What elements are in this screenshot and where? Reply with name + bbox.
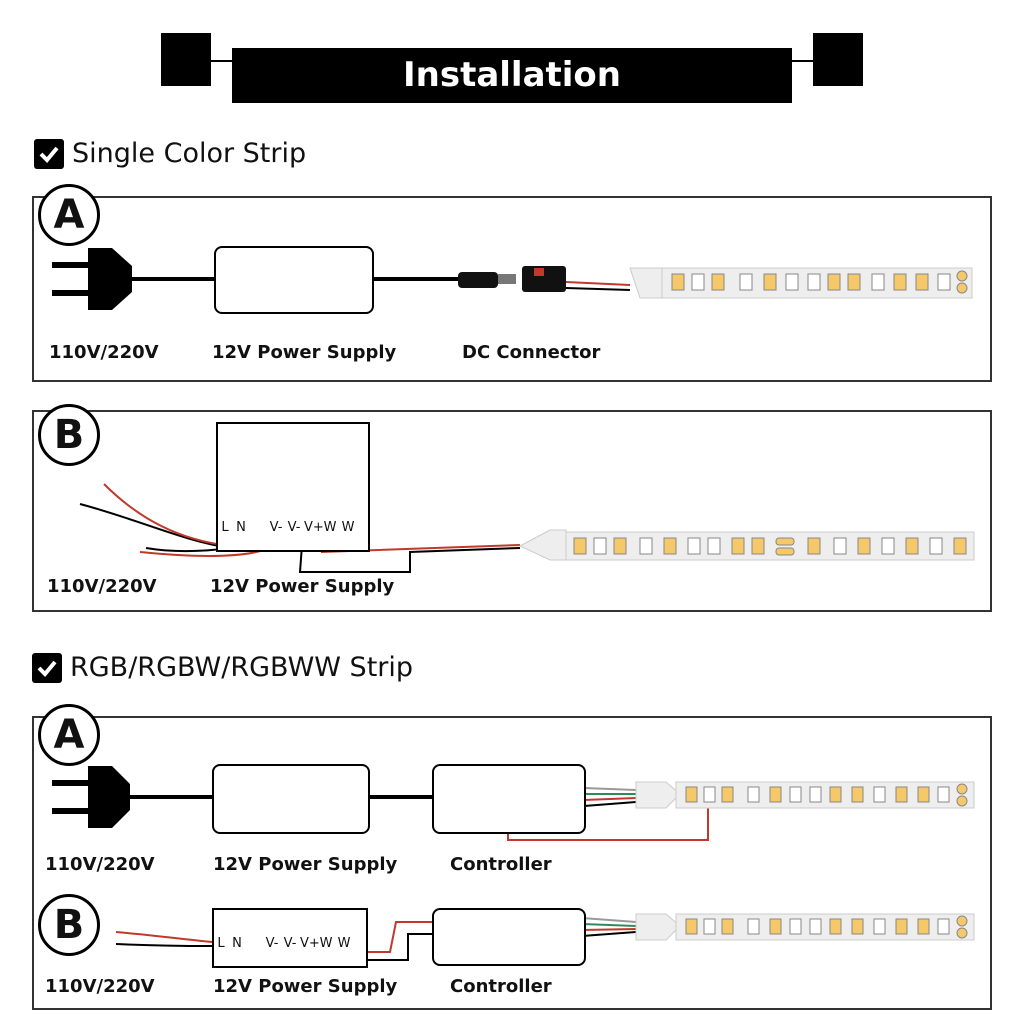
terminal-l: L — [221, 520, 229, 535]
dc-connector-icon — [458, 266, 566, 292]
power-supply-label: 12V Power Supply — [210, 576, 395, 597]
terminal-strip: L N V- V- V+ W W — [218, 520, 366, 548]
input-voltage-label: 110V/220V — [45, 854, 155, 875]
panel-single-b — [32, 410, 992, 612]
page-title: Installation — [232, 48, 792, 103]
terminal-w1: W — [323, 520, 337, 535]
power-supply-terminal-box — [212, 908, 368, 968]
terminal-v2: V- — [287, 520, 301, 535]
single-color-heading-text: Single Color Strip — [72, 138, 307, 169]
dc-connector-label: DC Connector — [462, 342, 601, 363]
terminal-v1: V- — [269, 520, 283, 535]
terminal-v2: V- — [283, 936, 297, 951]
terminal-v3: V+ — [304, 520, 324, 535]
check-icon — [32, 652, 62, 683]
terminal-v3: V+ — [300, 936, 320, 951]
power-supply-box — [214, 246, 374, 314]
power-supply-label: 12V Power Supply — [213, 976, 398, 997]
controller-label: Controller — [450, 976, 552, 997]
title-right-cap — [813, 33, 863, 86]
power-supply-label: 12V Power Supply — [213, 854, 398, 875]
single-color-heading: Single Color Strip — [34, 138, 306, 169]
input-voltage-label: 110V/220V — [49, 342, 159, 363]
terminal-v1: V- — [265, 936, 279, 951]
power-supply-label: 12V Power Supply — [212, 342, 397, 363]
input-voltage-label: 110V/220V — [47, 576, 157, 597]
panel-letter-a: A — [38, 704, 100, 766]
terminal-w2: W — [341, 520, 355, 535]
controller-label: Controller — [450, 854, 552, 875]
terminal-strip: L N V- V- V+ W W — [214, 936, 364, 960]
panel-single-a — [32, 196, 992, 382]
check-icon — [34, 138, 64, 169]
rgb-heading: RGB/RGBW/RGBWW Strip — [32, 652, 413, 683]
power-supply-box — [212, 764, 370, 834]
title-right-line — [792, 60, 813, 62]
panel-letter-b: B — [38, 404, 100, 466]
power-supply-terminal-box — [216, 422, 370, 552]
title-left-line — [211, 60, 232, 62]
title-left-cap — [161, 33, 211, 86]
terminal-w1: W — [319, 936, 333, 951]
rgb-heading-text: RGB/RGBW/RGBWW Strip — [70, 652, 414, 683]
terminal-w2: W — [337, 936, 351, 951]
terminal-n: N — [236, 520, 246, 535]
controller-box — [432, 764, 586, 834]
panel-letter-b: B — [38, 894, 100, 956]
input-voltage-label: 110V/220V — [45, 976, 155, 997]
controller-box — [432, 908, 586, 966]
terminal-n: N — [232, 936, 242, 951]
terminal-l: L — [217, 936, 225, 951]
plug-icon — [52, 248, 132, 310]
plug-icon — [52, 766, 130, 828]
panel-letter-a: A — [38, 184, 100, 246]
